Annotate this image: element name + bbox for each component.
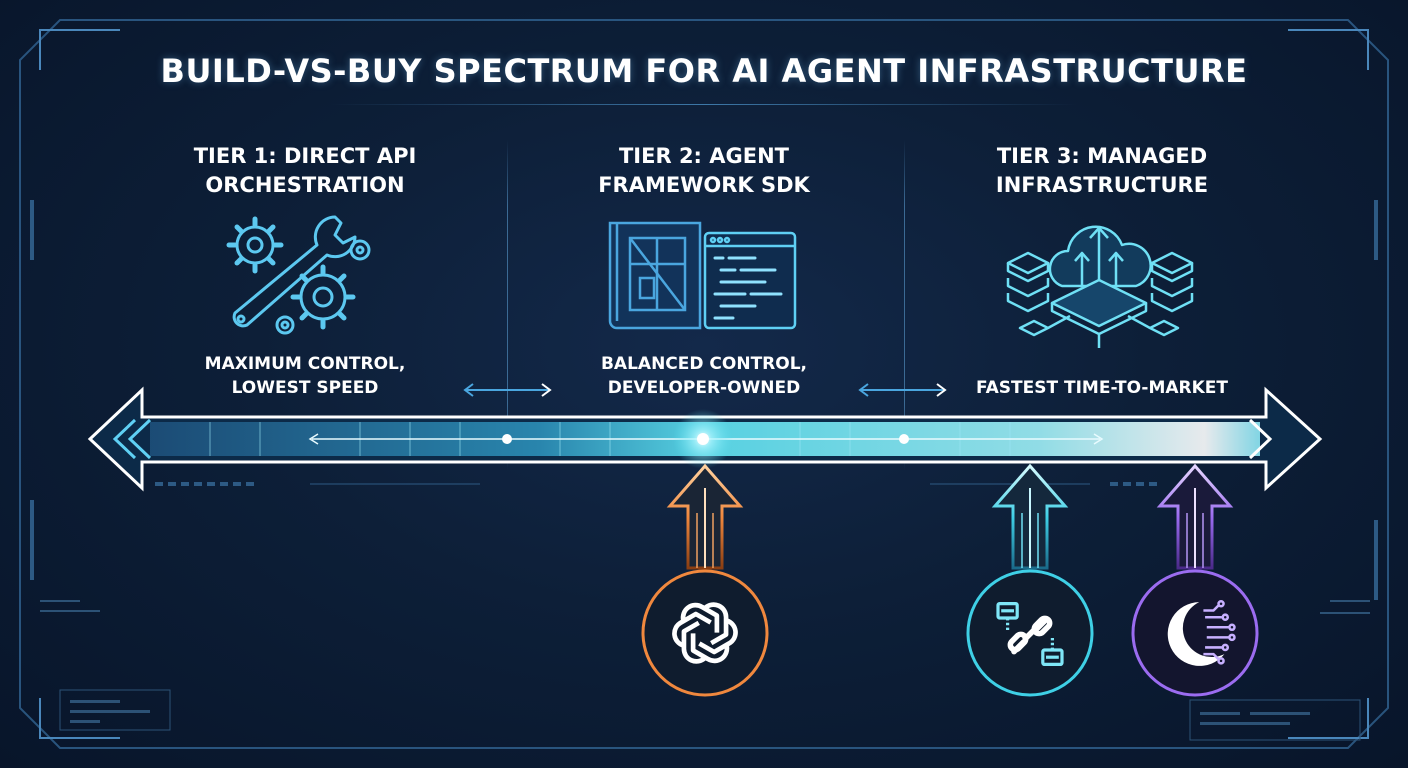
cloud-servers-icon: [1006, 225, 1194, 348]
crescent-circuit-icon: [1167, 599, 1236, 666]
marker-purple: [1131, 463, 1259, 697]
tier-divider-2: [904, 140, 905, 470]
tier-3-desc-line1: FASTEST TIME-TO-MARKET: [975, 378, 1228, 398]
tier-2-title: TIER 2: AGENT FRAMEWORK SDK: [544, 142, 864, 200]
tier-3-description: FASTEST TIME-TO-MARKET: [942, 376, 1262, 400]
wrench-gears-icon: [226, 215, 371, 335]
tier-3-title-line2: INFRASTRUCTURE: [995, 173, 1209, 197]
tier-3-title-line1: TIER 3: MANAGED: [996, 144, 1208, 168]
tier-1-desc-line1: MAXIMUM CONTROL,: [204, 354, 406, 374]
marker-orange: [641, 463, 769, 697]
page-title: BUILD-VS-BUY SPECTRUM FOR AI AGENT INFRA…: [160, 52, 1248, 90]
double-arrow-right: [858, 383, 947, 397]
tier-2-title-line2: FRAMEWORK SDK: [598, 173, 810, 197]
tier-2-description: BALANCED CONTROL, DEVELOPER-OWNED: [544, 352, 864, 400]
tier-1-desc-line2: LOWEST SPEED: [231, 378, 379, 398]
tier-1-title-line2: ORCHESTRATION: [205, 173, 405, 197]
tier-divider-1: [507, 140, 508, 470]
tier-2-desc-line2: DEVELOPER-OWNED: [607, 378, 801, 398]
blueprint-code-icon: [608, 221, 797, 330]
tier-1-title: TIER 1: DIRECT API ORCHESTRATION: [145, 142, 465, 200]
tier-1-description: MAXIMUM CONTROL, LOWEST SPEED: [145, 352, 465, 400]
title-underline: [330, 104, 1078, 105]
tier-2-desc-line1: BALANCED CONTROL,: [600, 354, 808, 374]
double-arrow-left: [463, 383, 552, 397]
openai-logo-icon: [672, 602, 738, 664]
tier-1-title-line1: TIER 1: DIRECT API: [193, 144, 417, 168]
spectrum-arrow: [87, 386, 1323, 492]
tier-2-title-line1: TIER 2: AGENT: [618, 144, 790, 168]
chain-link-icon: [996, 602, 1064, 666]
tier-3-title: TIER 3: MANAGED INFRASTRUCTURE: [942, 142, 1262, 200]
